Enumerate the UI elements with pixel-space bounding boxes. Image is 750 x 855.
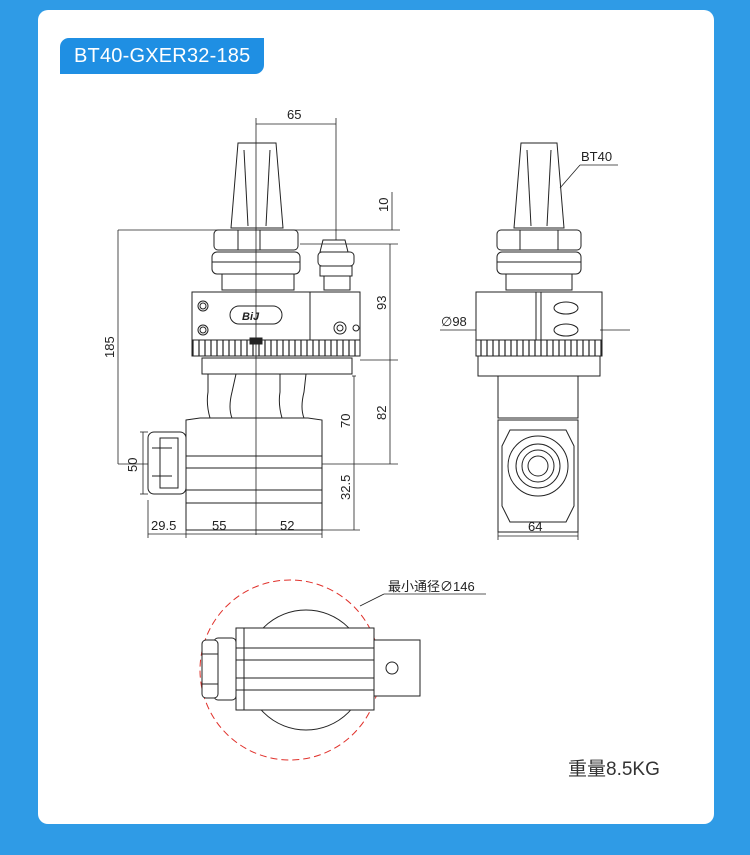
dim-29-5: 29.5: [151, 518, 176, 533]
dim-93: 93: [374, 296, 389, 310]
min-diameter-label: 最小通径∅146: [388, 579, 475, 594]
top-view: [199, 579, 486, 761]
front-view: [147, 118, 361, 535]
dim-82: 82: [374, 406, 389, 420]
taper-label: BT40: [581, 149, 612, 164]
taper-cone: [230, 142, 284, 229]
dim-32-5: 32.5: [338, 475, 353, 500]
model-title: BT40-GXER32-185: [60, 38, 265, 74]
front-dimensions: [117, 118, 400, 538]
dim-185: 185: [102, 336, 117, 358]
dim-65: 65: [287, 107, 301, 122]
head: [185, 417, 323, 531]
side-view: [475, 142, 603, 533]
weight-label: 重量8.5KG: [568, 759, 660, 780]
dim-64: 64: [528, 519, 542, 534]
dim-98: ∅98: [441, 314, 467, 329]
dim-50: 50: [125, 458, 140, 472]
dim-52: 52: [280, 518, 294, 533]
side-dimensions: [440, 164, 630, 540]
dim-70: 70: [338, 414, 353, 428]
front-dim-labels: 65 10 93 185 82 70 50 32.5 29.5 55 52: [102, 107, 391, 533]
dim-55: 55: [212, 518, 226, 533]
dim-10: 10: [376, 198, 391, 212]
dial-ring: [191, 339, 361, 357]
logo-text: BiJ: [242, 311, 260, 323]
